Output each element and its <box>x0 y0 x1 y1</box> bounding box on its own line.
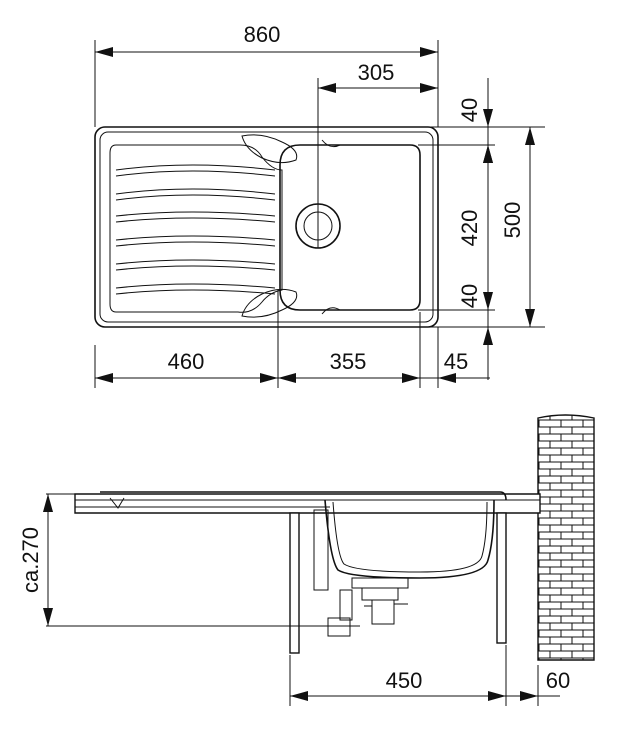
bowl-corner-top <box>321 139 341 148</box>
bowl-section-outer <box>324 499 495 579</box>
dimension-ca-270: ca.270 <box>18 527 43 593</box>
dimension-420: 420 <box>457 210 482 247</box>
plan-view: 860 305 40 420 40 500 460 355 45 <box>94 22 545 388</box>
dimension-500: 500 <box>500 202 525 239</box>
section-view: ca.270 450 60 <box>18 414 595 706</box>
drainer-bottom-lip <box>241 288 298 318</box>
dimension-40-bottom: 40 <box>457 284 482 308</box>
cabinet-right-panel <box>496 512 507 644</box>
dimension-860: 860 <box>244 22 281 47</box>
drainer-top-lip <box>241 134 298 164</box>
dimension-305: 305 <box>358 60 395 85</box>
bowl-corner-bottom <box>321 307 341 315</box>
sink-outline <box>94 126 439 328</box>
dimension-460: 460 <box>168 349 205 374</box>
countertop <box>74 493 541 514</box>
bowl-section-inner <box>332 501 488 573</box>
drainer-board <box>109 144 283 313</box>
dimension-450: 450 <box>386 668 423 693</box>
waste-trap <box>313 509 409 637</box>
dimension-40-top: 40 <box>457 98 482 122</box>
cabinet-left-panel <box>289 512 300 654</box>
dimension-45: 45 <box>444 349 468 374</box>
dimension-355: 355 <box>330 349 367 374</box>
dimension-60: 60 <box>546 668 570 693</box>
sink-flange <box>100 491 507 501</box>
bowl <box>279 144 421 311</box>
drainer-ribs <box>115 164 276 295</box>
drainer-edge <box>109 497 125 509</box>
brick-wall <box>537 414 595 661</box>
sink-rim <box>99 131 434 323</box>
